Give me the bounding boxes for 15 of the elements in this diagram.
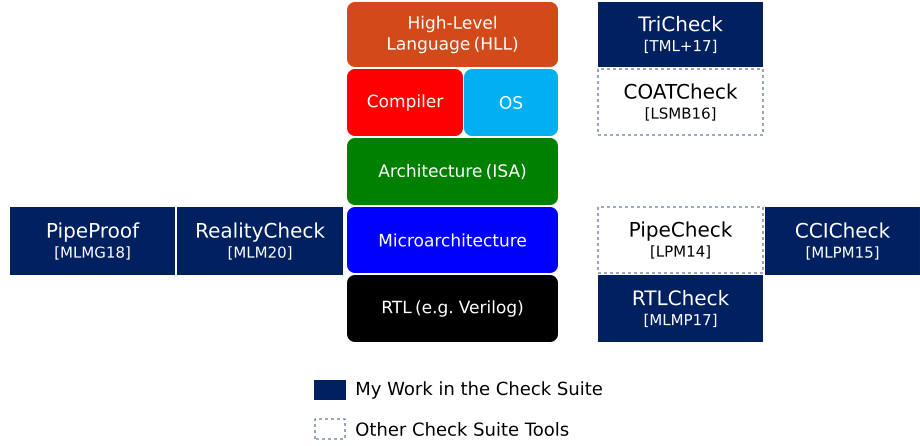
- tool-box: RTLCheck [MLMP17]: [598, 274, 763, 342]
- legend-text: My Work in the Check Suite: [356, 381, 602, 399]
- layer-box: OS: [464, 69, 558, 136]
- tool-box: PipeProof [MLMG18]: [10, 206, 175, 275]
- layer-box: RTL (e.g. Verilog): [347, 274, 558, 342]
- tool-box: COATCheck [LSMB16]: [598, 68, 764, 136]
- tool-box: CCICheck [MLPM15]: [765, 206, 920, 275]
- layer-box: High-Level Language (HLL): [347, 2, 558, 67]
- tool-box: TriCheck [TML+17]: [598, 2, 763, 67]
- tool-box: RealityCheck [MLM20]: [177, 206, 343, 275]
- layer-box: Microarchitecture: [347, 206, 558, 273]
- layer-box: Architecture (ISA): [347, 138, 558, 205]
- tool-box: PipeCheck [LPM14]: [598, 206, 764, 274]
- legend-text: Other Check Suite Tools: [356, 422, 568, 436]
- layer-box: Compiler: [347, 69, 463, 136]
